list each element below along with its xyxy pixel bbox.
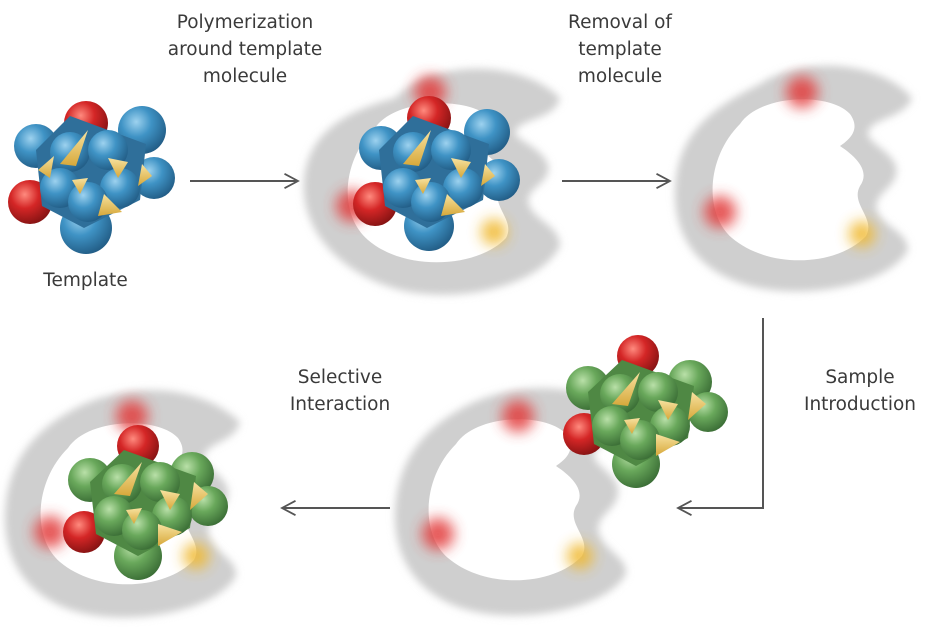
label-line: around template — [167, 39, 323, 60]
label-line: template — [578, 39, 662, 60]
polymer-with-template — [303, 68, 560, 295]
red-binding-site — [34, 516, 66, 548]
sample-introduction-label: Sample Introduction — [790, 364, 930, 418]
template-molecule-free — [8, 101, 175, 254]
sample-molecule-free — [563, 335, 728, 488]
label-line: Polymerization — [176, 12, 314, 33]
polymerization-label: Polymerization around template molecule — [145, 9, 345, 90]
removal-label: Removal of template molecule — [545, 9, 695, 90]
yellow-binding-site — [567, 543, 593, 569]
selective-interaction-label: Selective Interaction — [270, 364, 410, 418]
red-binding-site — [704, 196, 736, 228]
label-line: Interaction — [289, 394, 391, 415]
label-line: molecule — [577, 66, 663, 87]
label-line: Selective — [297, 367, 383, 388]
template-label: Template — [28, 267, 143, 294]
label-line: Removal of — [568, 12, 672, 33]
yellow-binding-site — [183, 543, 209, 569]
yellow-binding-site — [481, 219, 507, 245]
sample-molecule-bound — [63, 425, 228, 580]
label-line: Sample — [825, 367, 895, 388]
yellow-binding-site — [849, 221, 875, 247]
sample-introduction-arrow — [676, 318, 764, 516]
red-binding-site — [422, 518, 454, 550]
red-binding-site — [116, 400, 148, 432]
red-binding-site — [786, 76, 818, 108]
red-binding-site — [502, 400, 534, 432]
label-line: Template — [43, 270, 128, 291]
label-line: Introduction — [803, 394, 917, 415]
imprinted-cavity-empty — [674, 65, 912, 292]
template-molecule-bound — [353, 96, 520, 251]
label-line: molecule — [202, 66, 288, 87]
cavity-with-bound-sample — [4, 390, 240, 618]
